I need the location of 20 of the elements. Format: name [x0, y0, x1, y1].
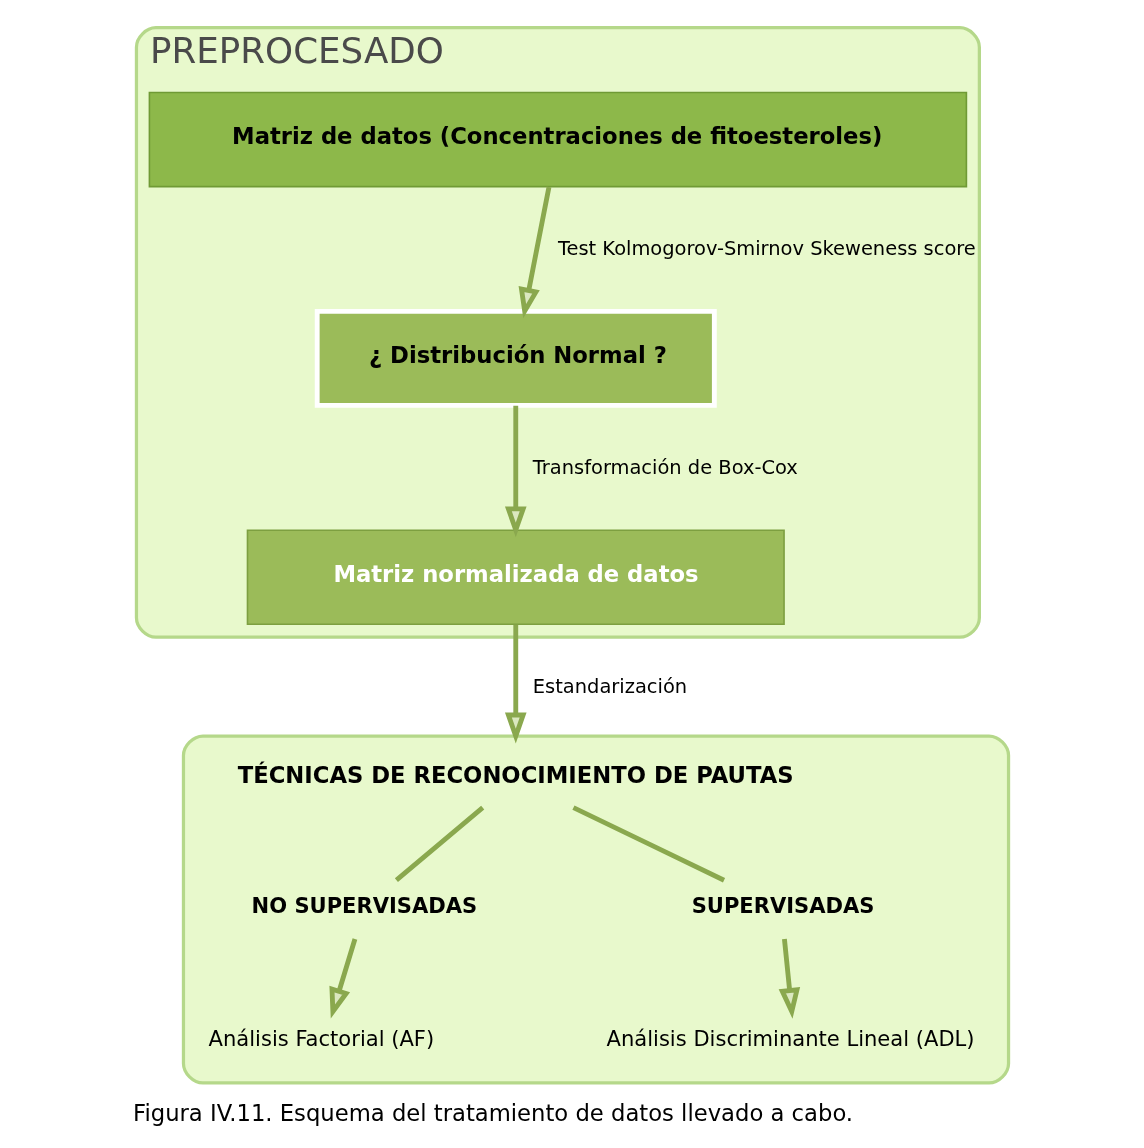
connector — [394, 805, 484, 883]
connector — [571, 805, 725, 883]
cluster — [181, 734, 1010, 1085]
arrow — [518, 186, 551, 319]
edge-label: Test Kolmogorov-Smirnov Skeweness score — [557, 236, 976, 260]
node-text: SUPERVISADAS — [691, 893, 875, 919]
node-text: TÉCNICAS DE RECONOCIMIENTO DE PAUTAS — [237, 761, 794, 788]
node-box: Matriz normalizada de datos — [246, 529, 785, 626]
node-text: NO SUPERVISADAS — [251, 893, 477, 919]
node-text: Análisis Discriminante Lineal (ADL) — [606, 1026, 975, 1052]
caption: Figura IV.11. Esquema del tratamiento de datos llevado a cabo. — [132, 1099, 853, 1126]
edge-label: Estandarización — [532, 674, 687, 698]
edge-label: Transformación de Box-Cox — [532, 455, 798, 479]
arrow — [504, 624, 527, 744]
arrow — [504, 405, 527, 538]
node-box: ¿ Distribución Normal ? — [314, 308, 717, 408]
arrow — [328, 938, 357, 1019]
node-text: Análisis Factorial (AF) — [208, 1026, 434, 1052]
node-box: Matriz de datos (Concentraciones de fitoesteroles) — [148, 91, 967, 188]
arrow — [778, 938, 800, 1019]
